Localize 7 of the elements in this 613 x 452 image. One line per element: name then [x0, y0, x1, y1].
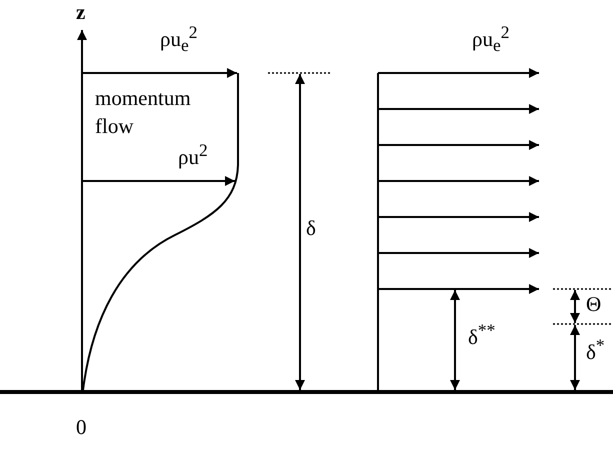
- dimension-label: δ: [306, 216, 316, 240]
- formula-label: ρu$^{2}$: [178, 140, 208, 170]
- dimension-label: δ$^{*}$: [586, 335, 605, 364]
- dimension-label: Θ: [586, 292, 602, 316]
- axis-label: 0: [76, 415, 86, 440]
- dimension-label: δ$^{**}$: [468, 320, 496, 350]
- axis-label: z: [76, 0, 86, 24]
